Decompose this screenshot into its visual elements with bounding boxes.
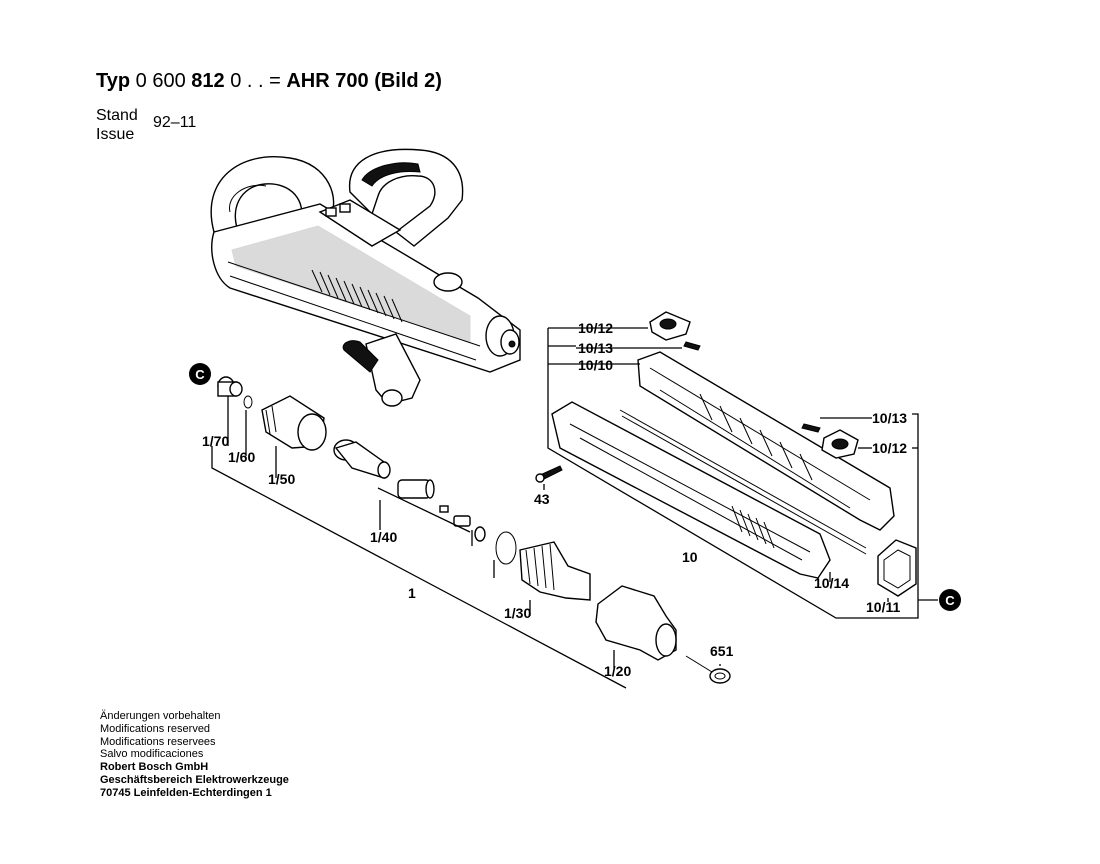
part-labels: 1/70 1/60 1/50 1/40 1 1/30 1/20 651 10/1… <box>202 320 907 679</box>
part-label-1-40: 1/40 <box>370 529 397 545</box>
issue-label: Issue <box>96 126 135 143</box>
drill-chuck-parts <box>217 376 731 684</box>
stand-issue-labels: Stand Issue <box>96 106 138 144</box>
footer-line-es: Salvo modificaciones <box>100 748 204 761</box>
picture-number: (Bild 2) <box>374 70 442 92</box>
part-label-10-12-right: 10/12 <box>872 440 907 456</box>
tool-body-illustration <box>210 148 521 407</box>
part-number-prefix: 0 600 <box>135 70 186 92</box>
part-label-10-13-top: 10/13 <box>578 340 613 356</box>
footer-division: Geschäftsbereich Elektrowerkzeuge <box>100 773 289 786</box>
depth-stop-parts <box>535 311 917 597</box>
part-number-main: 812 <box>191 70 225 92</box>
part-label-1-60: 1/60 <box>228 449 255 465</box>
part-label-10-13-right: 10/13 <box>872 410 907 426</box>
marker-c-left-label: C <box>195 367 205 382</box>
part-label-43: 43 <box>534 491 550 507</box>
part-number-suffix: 0 . . = <box>230 70 281 92</box>
part-label-651: 651 <box>710 643 734 659</box>
marker-c-right-label: C <box>945 593 955 608</box>
stand-label: Stand <box>96 107 138 124</box>
part-label-10-14: 10/14 <box>814 575 849 591</box>
footer-company: Robert Bosch GmbH <box>100 761 209 774</box>
part-label-1-70: 1/70 <box>202 433 229 449</box>
part-label-10-12-top: 10/12 <box>578 320 613 336</box>
part-label-1-50: 1/50 <box>268 471 295 487</box>
marker-c-right: C <box>939 589 961 611</box>
part-label-10-11: 10/11 <box>866 599 900 615</box>
part-label-1-20: 1/20 <box>604 663 631 679</box>
part-label-1-30: 1/30 <box>504 605 531 621</box>
footer-line-fr: Modifications reservees <box>100 735 216 748</box>
footer-notes: Änderungen vorbehalten Modifications res… <box>100 710 289 800</box>
part-label-10-10: 10/10 <box>578 357 613 373</box>
typ-label: Typ <box>96 70 131 92</box>
marker-c-left: C <box>189 363 211 385</box>
footer-line-de: Änderungen vorbehalten <box>100 710 221 722</box>
leader-lines <box>211 327 938 689</box>
footer-line-en: Modifications reserved <box>100 722 211 735</box>
issue-date: 92–11 <box>153 114 197 131</box>
model-name: AHR 700 <box>286 70 369 92</box>
footer-address: 70745 Leinfelden-Echterdingen 1 <box>100 786 272 799</box>
diagram-title: Typ 0 600 812 0 . . = AHR 700 (Bild 2) <box>96 70 442 93</box>
part-label-10: 10 <box>682 549 698 565</box>
part-label-1: 1 <box>408 585 416 601</box>
